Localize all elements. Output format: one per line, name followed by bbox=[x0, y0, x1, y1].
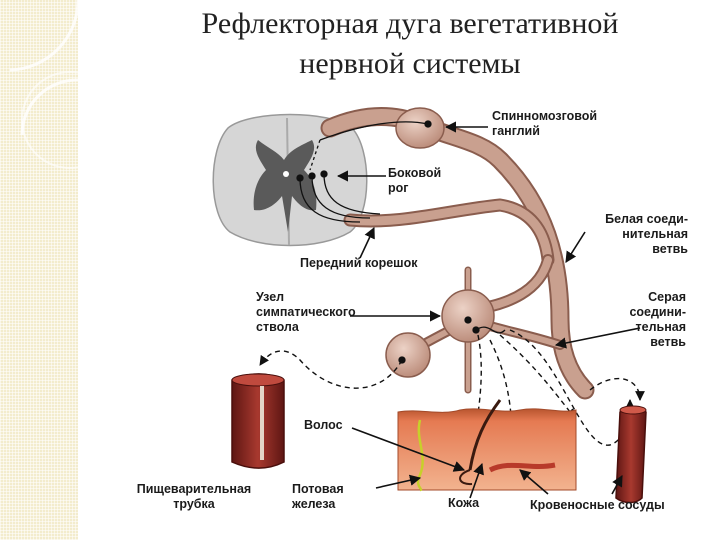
label-skin: Кожа bbox=[448, 496, 480, 510]
spinal-cord-section bbox=[212, 113, 368, 247]
decorative-arcs bbox=[9, 0, 78, 169]
digestive-tube bbox=[231, 373, 285, 469]
skin-block bbox=[397, 399, 577, 492]
title-line-1: Рефлекторная дуга вегетативной bbox=[201, 7, 619, 40]
label-sweat-gland: Потовая железа bbox=[292, 482, 344, 511]
label-leaders bbox=[336, 121, 641, 499]
label-hair: Волос bbox=[304, 418, 343, 432]
label-gray-ramus: Серая соедини- тельная ветвь bbox=[629, 290, 686, 349]
label-lateral-horn: Боковой рог bbox=[388, 166, 442, 195]
spinal-ganglion bbox=[395, 107, 445, 149]
neuron-pathways bbox=[296, 120, 506, 364]
label-sympathetic-node: Узел симпатического ствола bbox=[256, 290, 356, 334]
ganglia bbox=[385, 107, 495, 378]
sympathetic-trunk-node bbox=[441, 289, 495, 343]
label-spinal-ganglion: Спинномозговой ганглий bbox=[492, 109, 598, 138]
gray-matter bbox=[253, 140, 317, 232]
decorative-side-strip bbox=[0, 0, 78, 540]
nerve-trunks bbox=[320, 106, 595, 400]
label-white-ramus: Белая соеди- нительная ветвь bbox=[605, 212, 688, 256]
title-line-2: нервной системы bbox=[299, 47, 521, 80]
hair-follicle bbox=[468, 399, 502, 471]
blood-vessel bbox=[615, 405, 647, 504]
slide-title: Рефлекторная дуга вегетативной нервной с… bbox=[120, 4, 700, 84]
label-blood-vessels: Кровеносные сосуды bbox=[530, 498, 665, 512]
label-anterior-root: Передний корешок bbox=[300, 256, 418, 270]
label-digestive-tube: Пищеварительная трубка bbox=[136, 482, 252, 511]
prevertebral-node bbox=[385, 332, 431, 378]
